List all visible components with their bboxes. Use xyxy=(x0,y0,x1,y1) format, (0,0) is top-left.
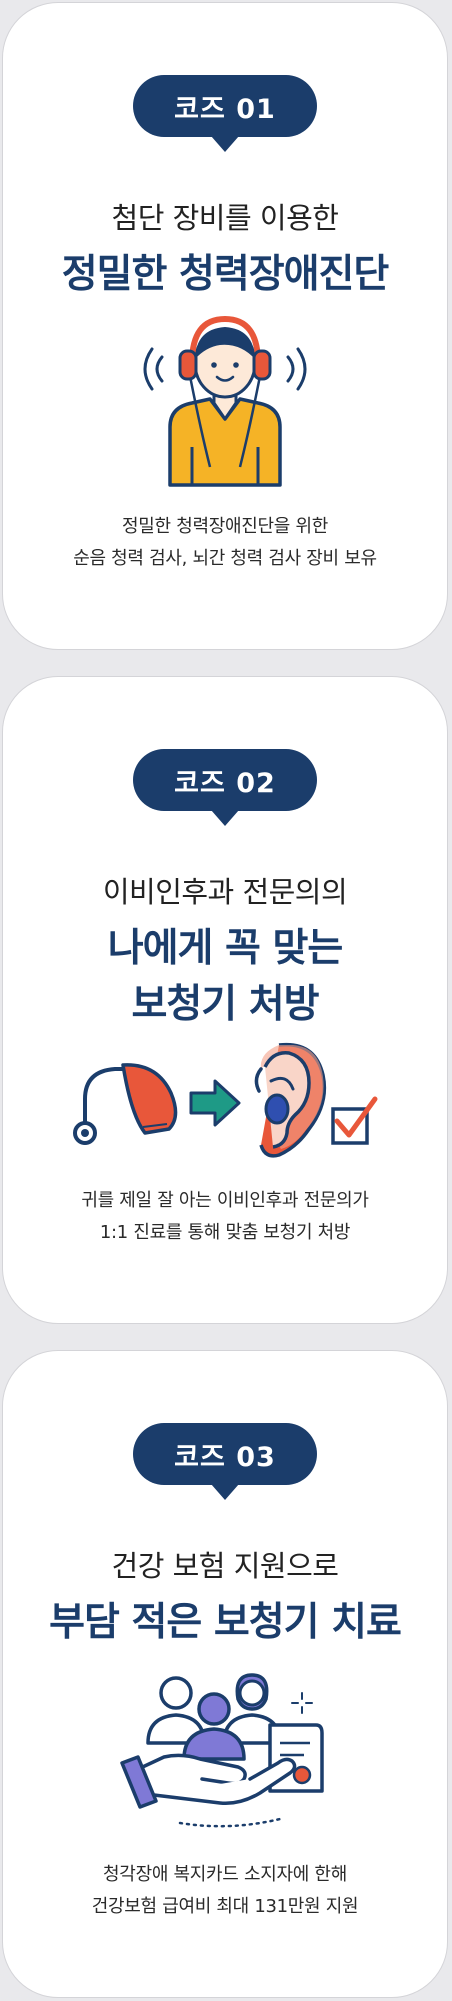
hearing-aid-fitting-icon xyxy=(73,1042,378,1158)
hand-icon xyxy=(120,1753,297,1828)
course-badge: 코즈 02 xyxy=(133,749,317,811)
description-line: 정밀한 청력장애진단을 위한 xyxy=(122,516,328,537)
sparkle-icon xyxy=(291,1692,313,1714)
course-card-02: 코즈 02 이비인후과 전문의의 나에게 꼭 맞는 보청기 처방 xyxy=(2,676,448,1324)
description-line: 귀를 제일 잘 아는 이비인후과 전문의가 xyxy=(81,1190,369,1211)
arrow-right-icon xyxy=(189,1079,241,1127)
card-subtitle: 건강 보험 지원으로 xyxy=(111,1549,339,1583)
people-icon xyxy=(146,1673,282,1761)
checkmark-icon xyxy=(331,1096,378,1145)
card-description: 귀를 제일 잘 아는 이비인후과 전문의가 1:1 진료를 통해 맞춤 보청기 … xyxy=(3,1185,447,1249)
description-line: 청각장애 복지카드 소지자에 한해 xyxy=(103,1864,347,1885)
card-title: 부담 적은 보청기 치료 xyxy=(49,1600,402,1645)
card-title-line: 보청기 처방 xyxy=(131,982,320,1027)
card-subtitle: 첨단 장비를 이용한 xyxy=(111,201,339,235)
card-description: 청각장애 복지카드 소지자에 한해 건강보험 급여비 최대 131만원 지원 xyxy=(3,1859,447,1923)
insurance-support-icon xyxy=(120,1673,324,1828)
description-line: 1:1 진료를 통해 맞춤 보청기 처방 xyxy=(99,1222,351,1243)
course-badge: 코즈 01 xyxy=(133,75,317,137)
hearing-aid-icon xyxy=(73,1063,178,1145)
description-line: 건강보험 급여비 최대 131만원 지원 xyxy=(91,1896,359,1917)
headphones-person-icon xyxy=(143,315,307,487)
course-badge: 코즈 03 xyxy=(133,1423,317,1485)
course-card-03: 코즈 03 건강 보험 지원으로 부담 적은 보청기 치료 xyxy=(2,1350,448,1998)
description-line: 순음 청력 검사, 뇌간 청력 검사 장비 보유 xyxy=(73,548,377,569)
ear-icon xyxy=(254,1042,327,1158)
course-card-01: 코즈 01 첨단 장비를 이용한 정밀한 청력장애진단 정밀한 청력장애진단을 … xyxy=(2,2,448,650)
card-title-line: 나에게 꼭 맞는 xyxy=(107,926,343,971)
card-title: 정밀한 청력장애진단 xyxy=(61,252,390,297)
card-subtitle: 이비인후과 전문의의 xyxy=(102,875,348,909)
card-description: 정밀한 청력장애진단을 위한 순음 청력 검사, 뇌간 청력 검사 장비 보유 xyxy=(3,511,447,575)
